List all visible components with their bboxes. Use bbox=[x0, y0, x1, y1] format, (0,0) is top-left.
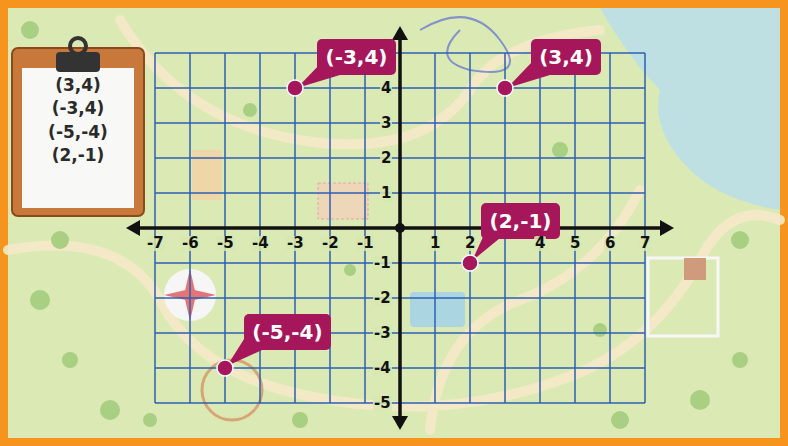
axis-tick-label: -7 bbox=[146, 236, 165, 251]
coordinate-entry: (2,-1) bbox=[22, 144, 134, 167]
axis-tick-label: -6 bbox=[181, 236, 200, 251]
axis-tick-label: 3 bbox=[380, 116, 392, 131]
coordinate-entry: (-5,-4) bbox=[22, 121, 134, 144]
axis-tick-label: -3 bbox=[373, 326, 392, 341]
axis-tick-label: -1 bbox=[356, 236, 375, 251]
axis-tick-label: -5 bbox=[216, 236, 235, 251]
axis-tick-label: -5 bbox=[373, 396, 392, 411]
coordinate-callout: (2,-1) bbox=[481, 203, 560, 239]
coordinate-entry: (-3,4) bbox=[22, 97, 134, 120]
axis-tick-label: -2 bbox=[321, 236, 340, 251]
axis-tick-label: 1 bbox=[380, 186, 392, 201]
axis-tick-label: -4 bbox=[251, 236, 270, 251]
coordinate-callout: (3,4) bbox=[531, 39, 601, 75]
coordinate-callout: (-5,-4) bbox=[244, 314, 331, 350]
coordinate-entry: (3,4) bbox=[22, 74, 134, 97]
axis-tick-label: 6 bbox=[604, 236, 616, 251]
axis-tick-label: -3 bbox=[286, 236, 305, 251]
axis-tick-label: 2 bbox=[464, 236, 476, 251]
axis-tick-label: 4 bbox=[534, 236, 546, 251]
coordinate-callout: (-3,4) bbox=[317, 39, 396, 75]
axis-tick-label: 5 bbox=[569, 236, 581, 251]
coordinate-label: (2,-1) bbox=[489, 211, 551, 231]
clipboard-list: (3,4)(-3,4)(-5,-4)(2,-1) bbox=[22, 74, 134, 168]
axis-tick-label: 2 bbox=[380, 151, 392, 166]
axis-tick-label: 4 bbox=[380, 81, 392, 96]
axis-tick-label: -1 bbox=[373, 256, 392, 271]
coordinate-label: (-5,-4) bbox=[252, 322, 322, 342]
axis-tick-label: 7 bbox=[639, 236, 651, 251]
coordinate-label: (-3,4) bbox=[325, 47, 387, 67]
axis-tick-label: -2 bbox=[373, 291, 392, 306]
axis-tick-label: -4 bbox=[373, 361, 392, 376]
axis-tick-label: 1 bbox=[429, 236, 441, 251]
coordinate-label: (3,4) bbox=[539, 47, 593, 67]
